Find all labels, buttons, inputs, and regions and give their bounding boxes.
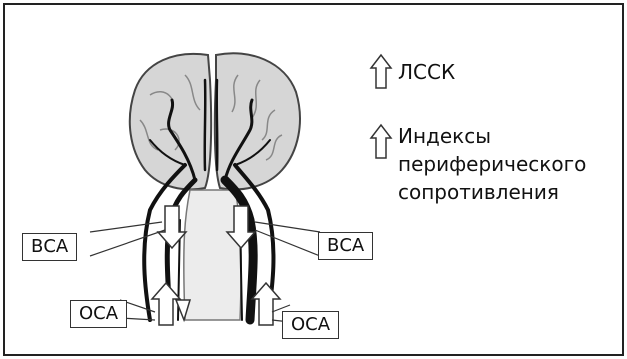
label-vsa-right: ВСА [318,232,373,260]
label-vsa-left: ВСА [22,233,77,261]
legend-item-peripheral-resistance: Индексы периферического сопротивления [398,122,586,206]
label-osa-right: ОСА [282,311,339,339]
legend-item-lssk: ЛССК [398,58,455,86]
label-osa-left: ОСА [70,300,127,328]
